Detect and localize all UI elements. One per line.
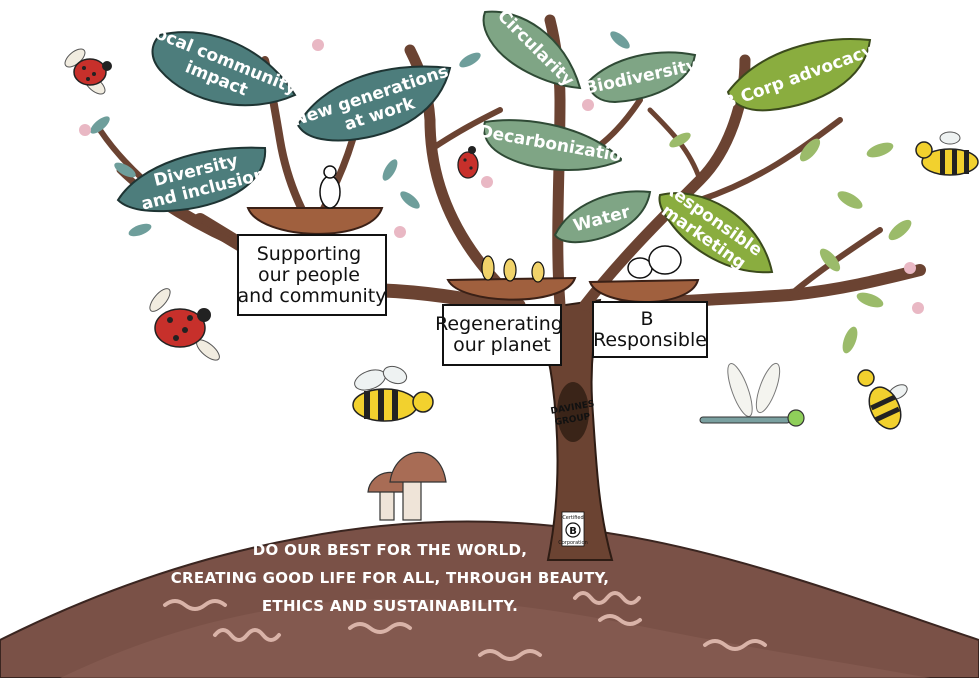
- bcorp-b: B: [569, 526, 577, 537]
- box-regenerating-line1: Regenerating: [435, 313, 563, 335]
- motto-line1: DO OUR BEST FOR THE WORLD,: [253, 541, 527, 559]
- ladybug-icon: [149, 288, 220, 361]
- leaf-biodiversity: Biodiversity: [583, 51, 699, 104]
- dragonfly-icon: [699, 362, 805, 427]
- svg-text:Supporting our people: Supporting our people and community: [238, 243, 387, 307]
- leaf-circularity: Circularity: [482, 6, 582, 91]
- bcorp-badge: Certified B Corporation: [558, 511, 588, 547]
- motto-line2: CREATING GOOD LIFE FOR ALL, THROUGH BEAU…: [171, 569, 609, 587]
- ladybug-icon: [64, 48, 112, 95]
- nests: [246, 207, 700, 303]
- leaf-local-community: Local community impact: [142, 20, 300, 107]
- leaf-b-corp-advocacy: B Corp advocacy: [720, 38, 876, 114]
- svg-text:B Responsible: B Responsible: [593, 308, 707, 351]
- box-regenerating-line2: our planet: [453, 334, 551, 356]
- box-regenerating: Regenerating our planet: [435, 304, 569, 366]
- leaf-new-generations: New generations at work: [290, 62, 452, 142]
- bee-icon: [352, 365, 434, 422]
- bcorp-certified: Certified: [562, 515, 583, 521]
- box-responsible: B Responsible: [592, 301, 708, 358]
- leaf-diversity: Diversity and inclusion: [116, 146, 268, 215]
- worms: [163, 591, 767, 661]
- box-supporting-line1: Supporting: [257, 243, 362, 265]
- mushrooms: [367, 451, 447, 521]
- bee-icon: [857, 369, 908, 430]
- box-supporting-line3: and community: [238, 285, 387, 307]
- bcorp-corporation: Corporation: [558, 540, 588, 546]
- svg-text:Regenerating our planet: Regenerating our planet: [435, 313, 569, 356]
- box-responsible-line1: B: [640, 308, 653, 330]
- box-supporting-line2: our people: [258, 264, 360, 286]
- leaf-water: Water: [553, 190, 652, 244]
- leaf-decarbonization: Decarbonization: [477, 119, 635, 171]
- box-supporting: Supporting our people and community: [237, 234, 387, 316]
- motto: DO OUR BEST FOR THE WORLD, CREATING GOOD…: [171, 541, 609, 615]
- motto-line3: ETHICS AND SUSTAINABILITY.: [262, 597, 518, 615]
- box-responsible-line2: Responsible: [593, 329, 707, 351]
- birds: [319, 165, 682, 283]
- ladybug-icon: [457, 146, 479, 179]
- decorative-leaves: [79, 31, 924, 354]
- bee-icon: [915, 131, 979, 176]
